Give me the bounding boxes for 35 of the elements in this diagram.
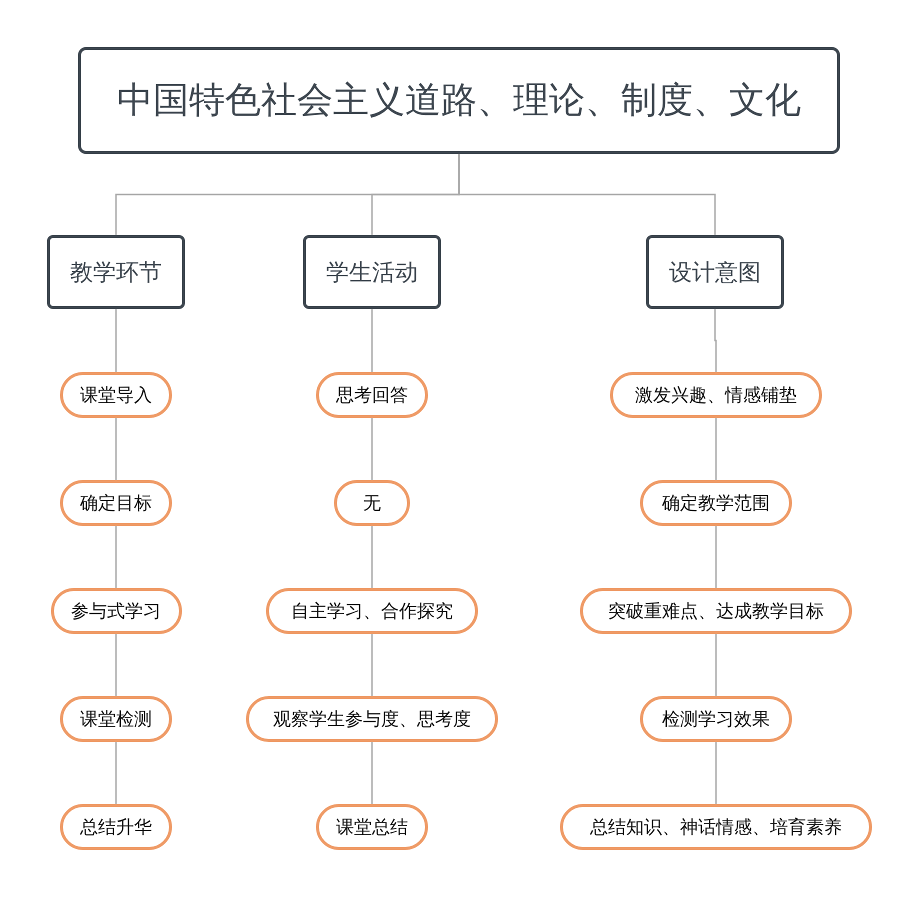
connector-line — [371, 634, 373, 696]
connector-line — [371, 526, 373, 588]
connector-line — [371, 418, 373, 480]
step-pill: 思考回答 — [316, 372, 428, 418]
title-box: 中国特色社会主义道路、理论、制度、文化 — [78, 47, 840, 154]
connector-line — [715, 418, 717, 480]
connector-line — [715, 742, 717, 804]
step-pill: 确定目标 — [60, 480, 172, 526]
step-pill: 无 — [334, 480, 410, 526]
step-pill: 总结升华 — [60, 804, 172, 850]
step-pill: 总结知识、神话情感、培育素养 — [560, 804, 872, 850]
connector-line — [115, 309, 117, 372]
connector-line — [115, 526, 117, 588]
step-pill: 确定教学范围 — [640, 480, 792, 526]
connector-line — [371, 742, 373, 804]
step-pill: 观察学生参与度、思考度 — [246, 696, 498, 742]
connector-line — [715, 526, 717, 588]
column-header: 教学环节 — [47, 235, 185, 309]
step-pill: 突破重难点、达成教学目标 — [580, 588, 852, 634]
connector-line — [458, 154, 716, 235]
step-pill: 课堂总结 — [316, 804, 428, 850]
step-pill: 自主学习、合作探究 — [266, 588, 478, 634]
connector-line — [715, 634, 717, 696]
step-pill: 检测学习效果 — [640, 696, 792, 742]
step-pill: 激发兴趣、情感铺垫 — [610, 372, 822, 418]
step-pill: 参与式学习 — [50, 588, 182, 634]
column-header: 设计意图 — [646, 235, 784, 309]
step-pill: 课堂导入 — [60, 372, 172, 418]
connector-line — [115, 418, 117, 480]
column-header: 学生活动 — [303, 235, 441, 309]
connector-line — [714, 309, 717, 372]
connector-line — [371, 309, 373, 372]
step-pill: 课堂检测 — [60, 696, 172, 742]
connector-line — [115, 742, 117, 804]
connector-line — [115, 634, 117, 696]
